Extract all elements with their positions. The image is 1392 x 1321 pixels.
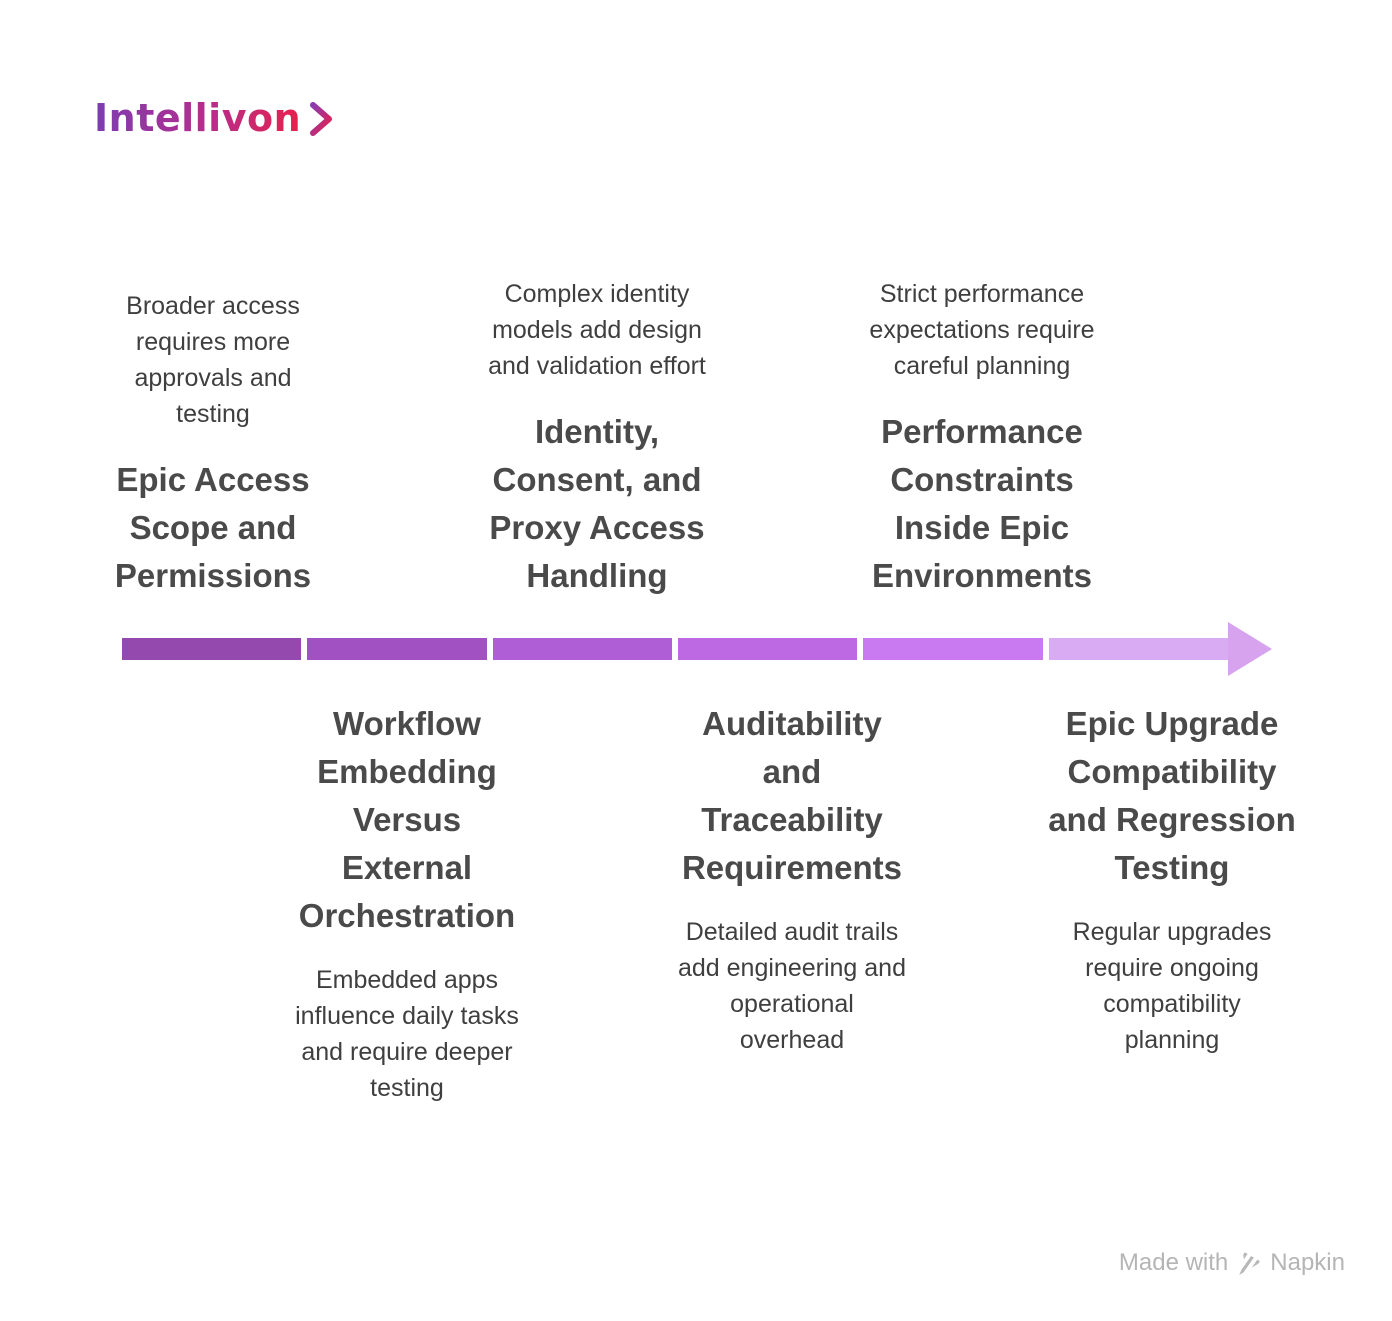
arrow-segment <box>1048 638 1228 660</box>
stage-1-description: Broader access requires more approvals a… <box>126 292 300 428</box>
stage-1-title: Epic Access Scope and Permissions <box>114 461 312 594</box>
stage-5-description: Detailed audit trails add engineering an… <box>678 918 906 1054</box>
stage-5-auditability: Auditability and Traceability Requiremen… <box>635 700 949 1058</box>
stage-1-epic-access: Broader access requires more approvals a… <box>63 288 363 600</box>
credit-brand-label: Napkin <box>1270 1249 1345 1276</box>
arrow-segment <box>677 638 858 660</box>
arrow-segment <box>863 638 1043 660</box>
napkin-logo-icon <box>1239 1251 1262 1275</box>
credit-made-with-label: Made with <box>1118 1249 1229 1276</box>
logo-text: Intellivon <box>94 96 302 140</box>
logo-chevron-icon <box>310 102 333 136</box>
made-with-napkin-credit: Made with Napkin <box>1119 1248 1345 1278</box>
stage-4-workflow-embedding: Workflow Embedding Versus External Orche… <box>250 700 564 1106</box>
stage-2-identity-consent: Complex identity models add design and v… <box>447 276 747 600</box>
arrow-head-icon <box>1228 622 1272 676</box>
arrow-segment <box>122 638 302 660</box>
stage-6-upgrade-compatibility: Epic Upgrade Compatibility and Regressio… <box>1012 700 1332 1058</box>
timeline-arrow <box>122 622 1272 676</box>
stage-4-description: Embedded apps influence daily tasks and … <box>295 966 519 1102</box>
arrow-segment <box>492 638 672 660</box>
stage-4-title: Workflow Embedding Versus External Orche… <box>298 705 516 934</box>
stage-6-description: Regular upgrades require ongoing compati… <box>1072 918 1272 1054</box>
stage-2-description: Complex identity models add design and v… <box>488 280 706 380</box>
stage-3-title: Performance Constraints Inside Epic Envi… <box>871 413 1093 594</box>
arrow-track <box>122 638 1228 660</box>
stage-3-performance-constraints: Strict performance expectations require … <box>830 276 1134 600</box>
stage-5-title: Auditability and Traceability Requiremen… <box>681 705 903 886</box>
stage-3-description: Strict performance expectations require … <box>869 280 1095 380</box>
logo: Intellivon <box>94 96 335 140</box>
arrow-segment <box>307 638 487 660</box>
stage-2-title: Identity, Consent, and Proxy Access Hand… <box>489 413 705 594</box>
stage-6-title: Epic Upgrade Compatibility and Regressio… <box>1048 705 1296 886</box>
